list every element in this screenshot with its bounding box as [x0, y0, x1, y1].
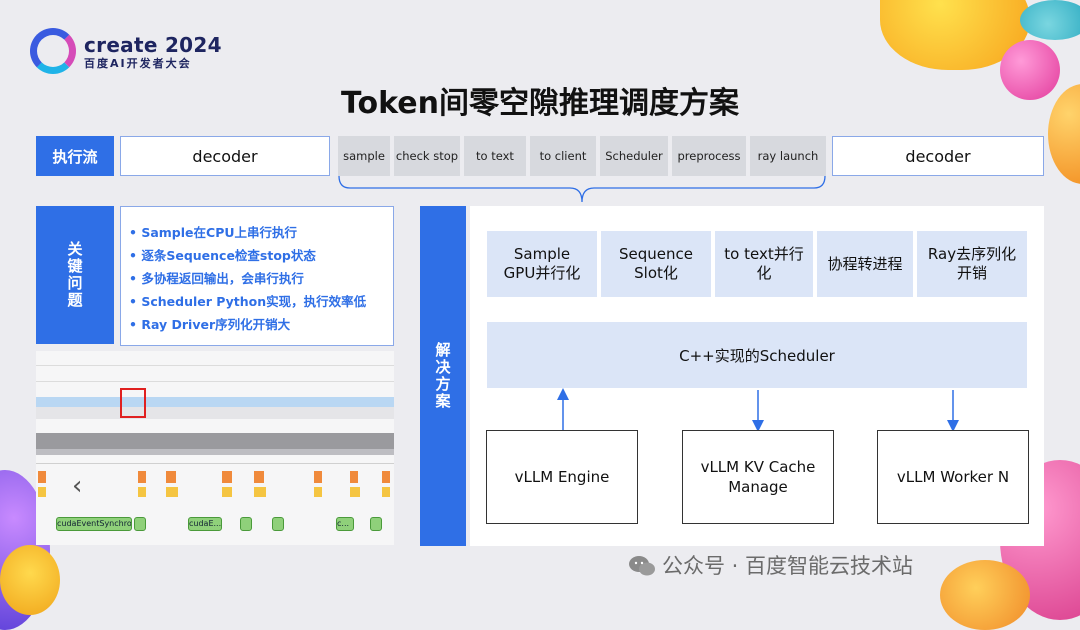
- solution-label-text: 解决方案: [435, 341, 451, 410]
- issue-item: • Scheduler Python实现，执行效率低: [129, 294, 367, 309]
- trace-track-blue: [36, 397, 394, 407]
- watermark: 公众号 · 百度智能云技术站: [662, 554, 914, 578]
- profiler-trace-image: ‹ cudaEventSynchroni... cudaE... c...: [36, 351, 394, 545]
- flow-step: to text: [464, 136, 526, 176]
- decoder-box-right: decoder: [832, 136, 1044, 176]
- issues-label-text: 关键问题: [67, 240, 83, 309]
- solution-box: to text并行 化: [715, 231, 813, 297]
- decoder-box-left: decoder: [120, 136, 330, 176]
- issue-item: • Sample在CPU上串行执行: [129, 225, 297, 240]
- highlight-box: [120, 388, 146, 418]
- flow-step: Scheduler: [600, 136, 668, 176]
- trace-label: cudaEventSynchroni...: [56, 517, 132, 531]
- decor-blob-bottom-left-2: [0, 545, 60, 615]
- trace-label: cudaE...: [188, 517, 222, 531]
- solution-label: 解决方案: [420, 206, 466, 546]
- logo-brand: create 2024: [84, 33, 222, 57]
- issues-label: 关键问题: [36, 206, 114, 344]
- solution-box: Ray去序列化 开销: [917, 231, 1027, 297]
- decor-blob-teal: [1020, 0, 1080, 40]
- flow-label: 执行流: [36, 136, 114, 176]
- flow-step: to client: [530, 136, 596, 176]
- trace-label: c...: [336, 517, 354, 531]
- solution-box: Sample GPU并行化: [487, 231, 597, 297]
- page-title: Token间零空隙推理调度方案: [341, 86, 739, 121]
- issue-item: • Ray Driver序列化开销大: [129, 317, 291, 332]
- issue-item: • 逐条Sequence检查stop状态: [129, 248, 316, 263]
- component-box: vLLM Worker N: [877, 430, 1029, 524]
- arrows: [557, 388, 959, 432]
- component-box: vLLM KV Cache Manage: [682, 430, 834, 524]
- logo-icon: [30, 28, 76, 74]
- logo-subtitle: 百度AI开发者大会: [84, 57, 192, 70]
- decor-blob-bottom-right-2: [940, 560, 1030, 630]
- flow-step: ray launch: [750, 136, 826, 176]
- flow-step: check stop: [394, 136, 460, 176]
- flow-step: preprocess: [672, 136, 746, 176]
- wechat-icon: [629, 556, 655, 576]
- component-box: vLLM Engine: [486, 430, 638, 524]
- solution-panel: Sample GPU并行化 Sequence Slot化 to text并行 化…: [470, 206, 1044, 546]
- scheduler-box: C++实现的Scheduler: [487, 322, 1027, 388]
- issues-box: • Sample在CPU上串行执行 • 逐条Sequence检查stop状态 •…: [120, 206, 394, 346]
- trace-nav-arrow-icon[interactable]: ‹: [72, 471, 83, 501]
- trace-track-gray: [36, 433, 394, 449]
- issue-item: • 多协程返回输出，会串行执行: [129, 271, 304, 286]
- solution-box: Sequence Slot化: [601, 231, 711, 297]
- decor-blob-pink: [1000, 40, 1060, 100]
- solution-box: 协程转进程: [817, 231, 913, 297]
- flow-step: sample: [338, 136, 390, 176]
- brace-connector: [338, 176, 826, 203]
